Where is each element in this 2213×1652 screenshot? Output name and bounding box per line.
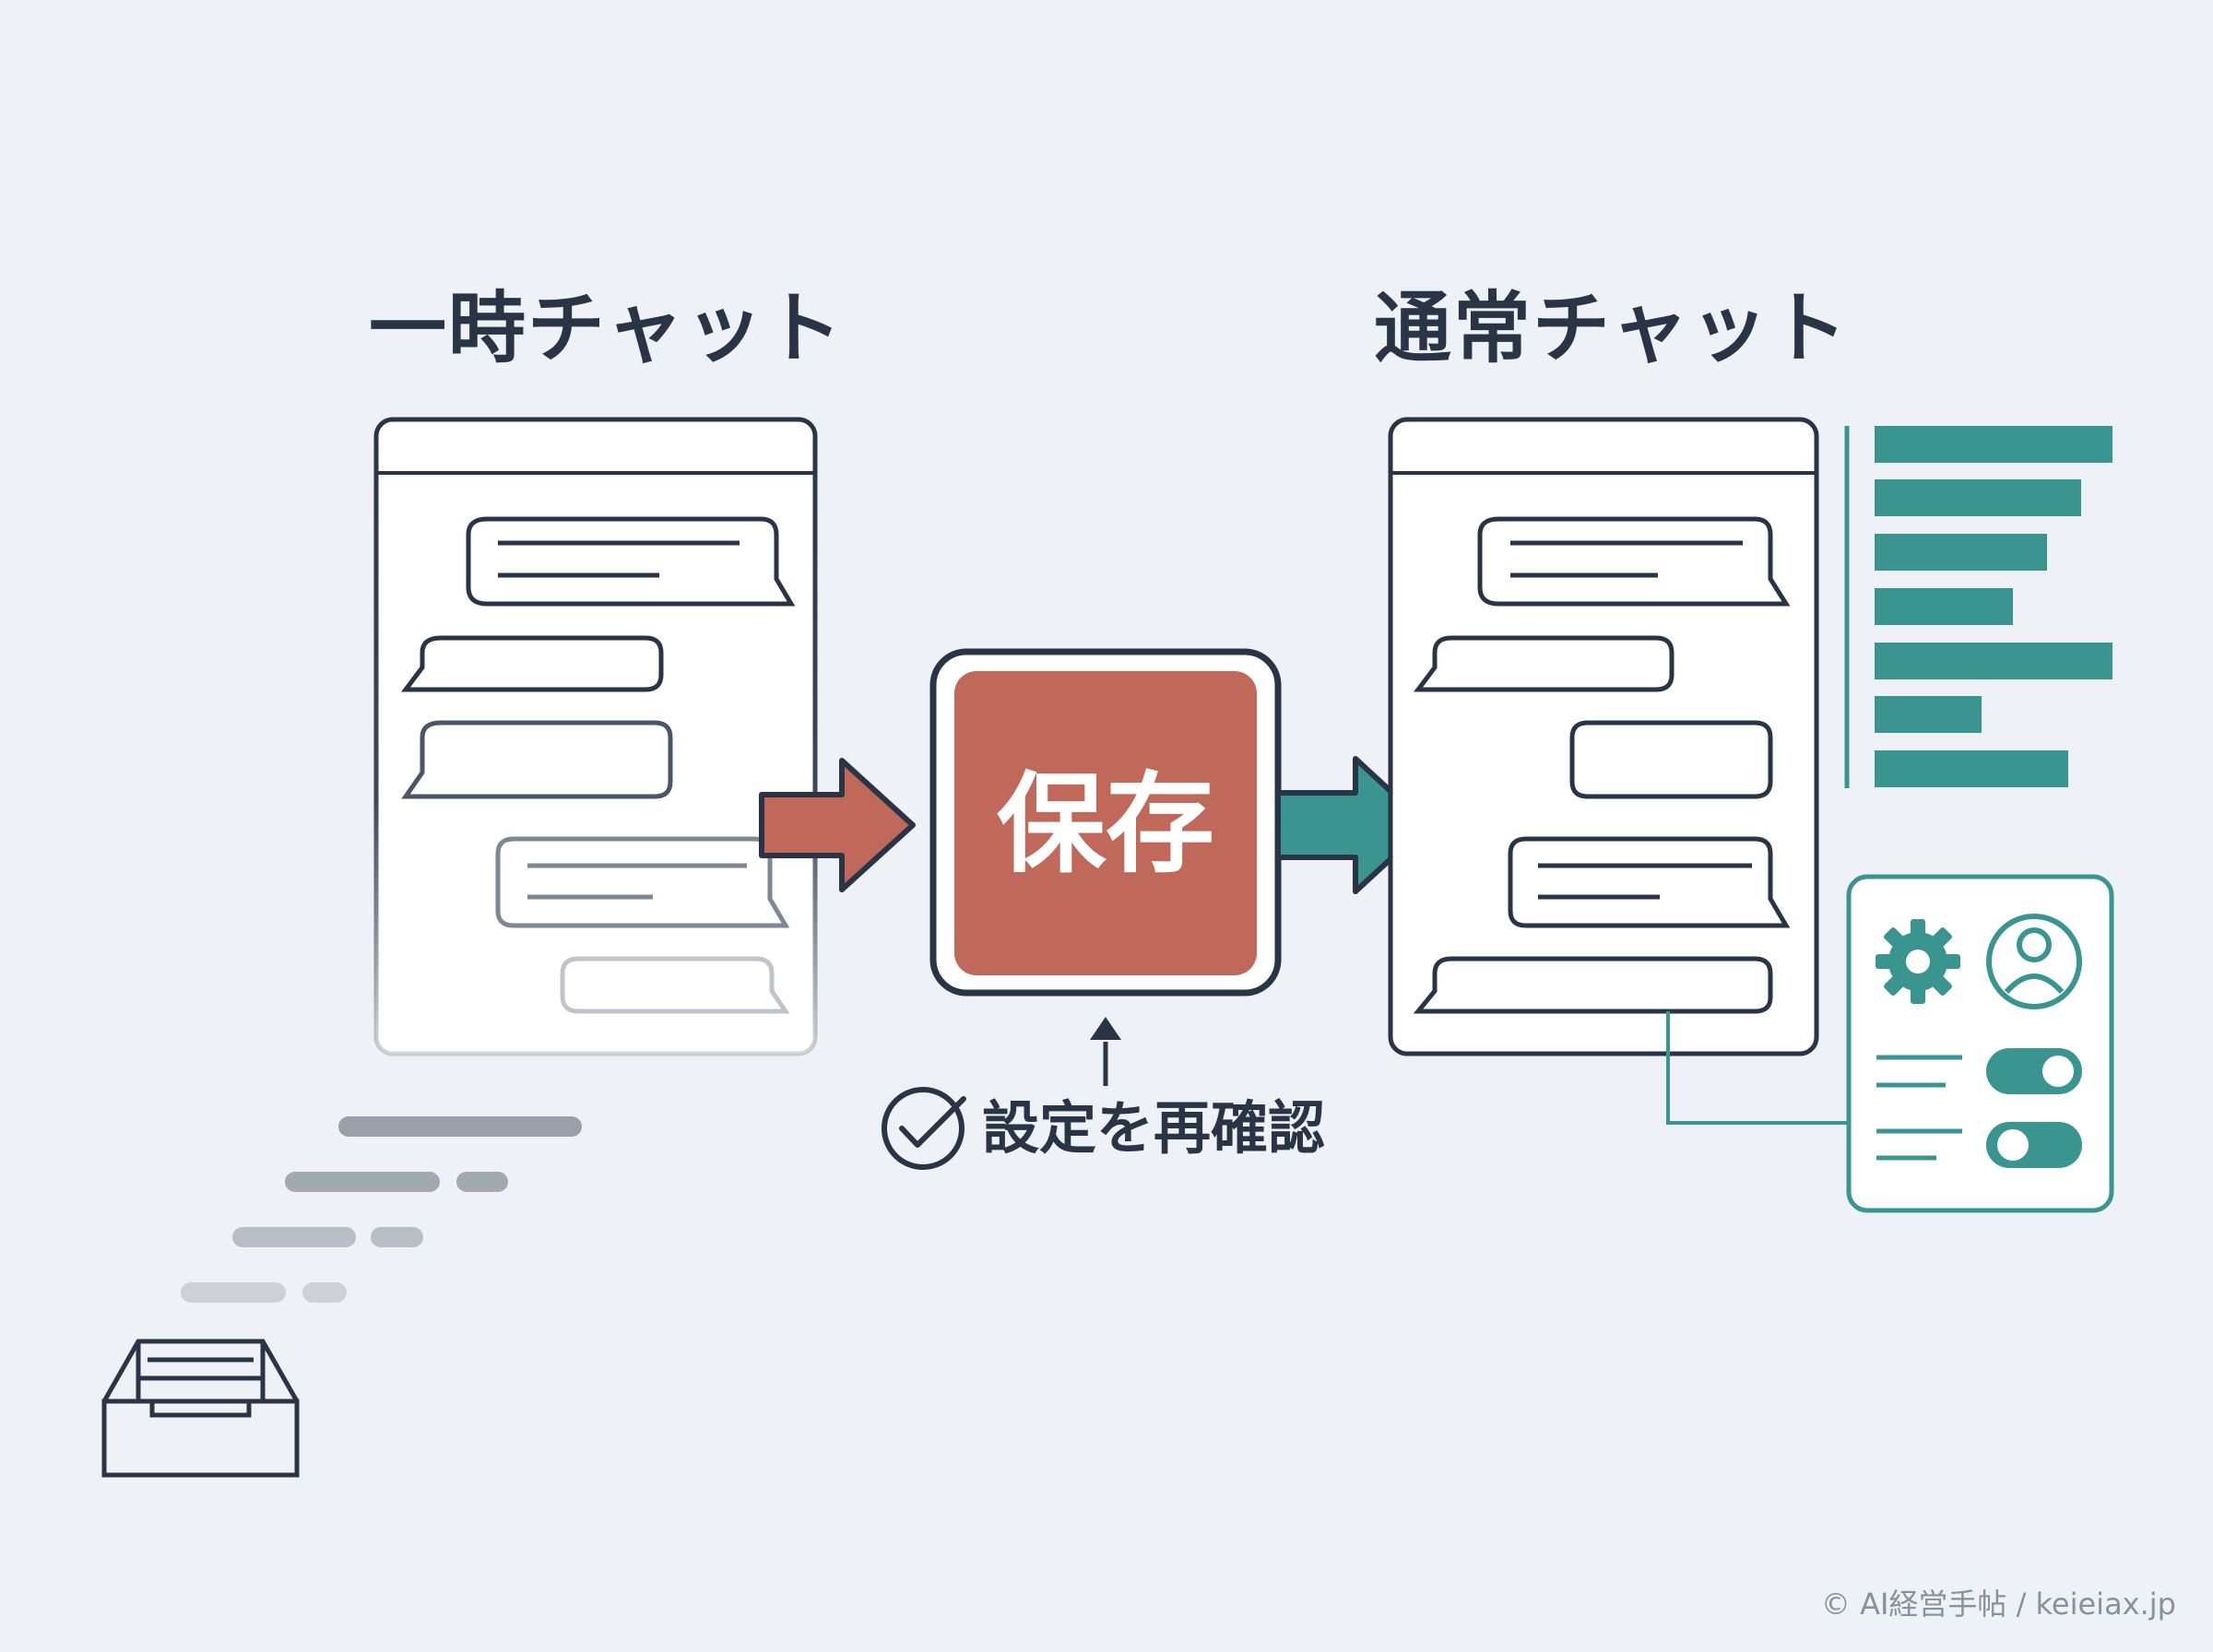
normal-chat-window [1388,417,1819,1056]
toggle-icon[interactable] [1986,1048,2082,1094]
credit-text: © AI経営手帖 / keieiax.jp [1821,1587,2176,1622]
chat-bubble [401,635,664,692]
fading-trail [181,1116,582,1303]
chat-bubble [1477,516,1791,607]
chat-bubble [466,516,796,607]
temporary-chat-window [373,417,818,1056]
connector-line [1666,1011,1849,1125]
settings-card [1846,874,2114,1213]
setting-row [1876,1122,2082,1168]
chat-bubble [1508,836,1791,928]
arrow-to-save-icon [759,758,916,892]
chat-bubble [401,720,673,799]
chat-bubble [1413,956,1773,1014]
chat-bubble [560,956,790,1014]
save-label: 保存 [997,761,1214,888]
chat-bubble [1414,635,1675,692]
toggle-icon[interactable] [1986,1122,2082,1168]
history-bars [1844,426,2112,788]
chat-bubble [1569,720,1773,799]
right-panel-title: 通常チャット [1374,283,1849,373]
check-circle-icon [882,1087,966,1170]
user-icon [1986,914,2082,1009]
inbox-tray-icon [101,1339,300,1478]
up-arrow-icon [1090,1017,1121,1086]
gear-icon [1876,919,1960,1004]
reconfirm-label: 設定を再確認 [982,1094,1325,1162]
left-panel-title: 一時チャット [369,283,844,373]
setting-row [1876,1048,2082,1094]
save-box: 保存 [929,648,1282,997]
